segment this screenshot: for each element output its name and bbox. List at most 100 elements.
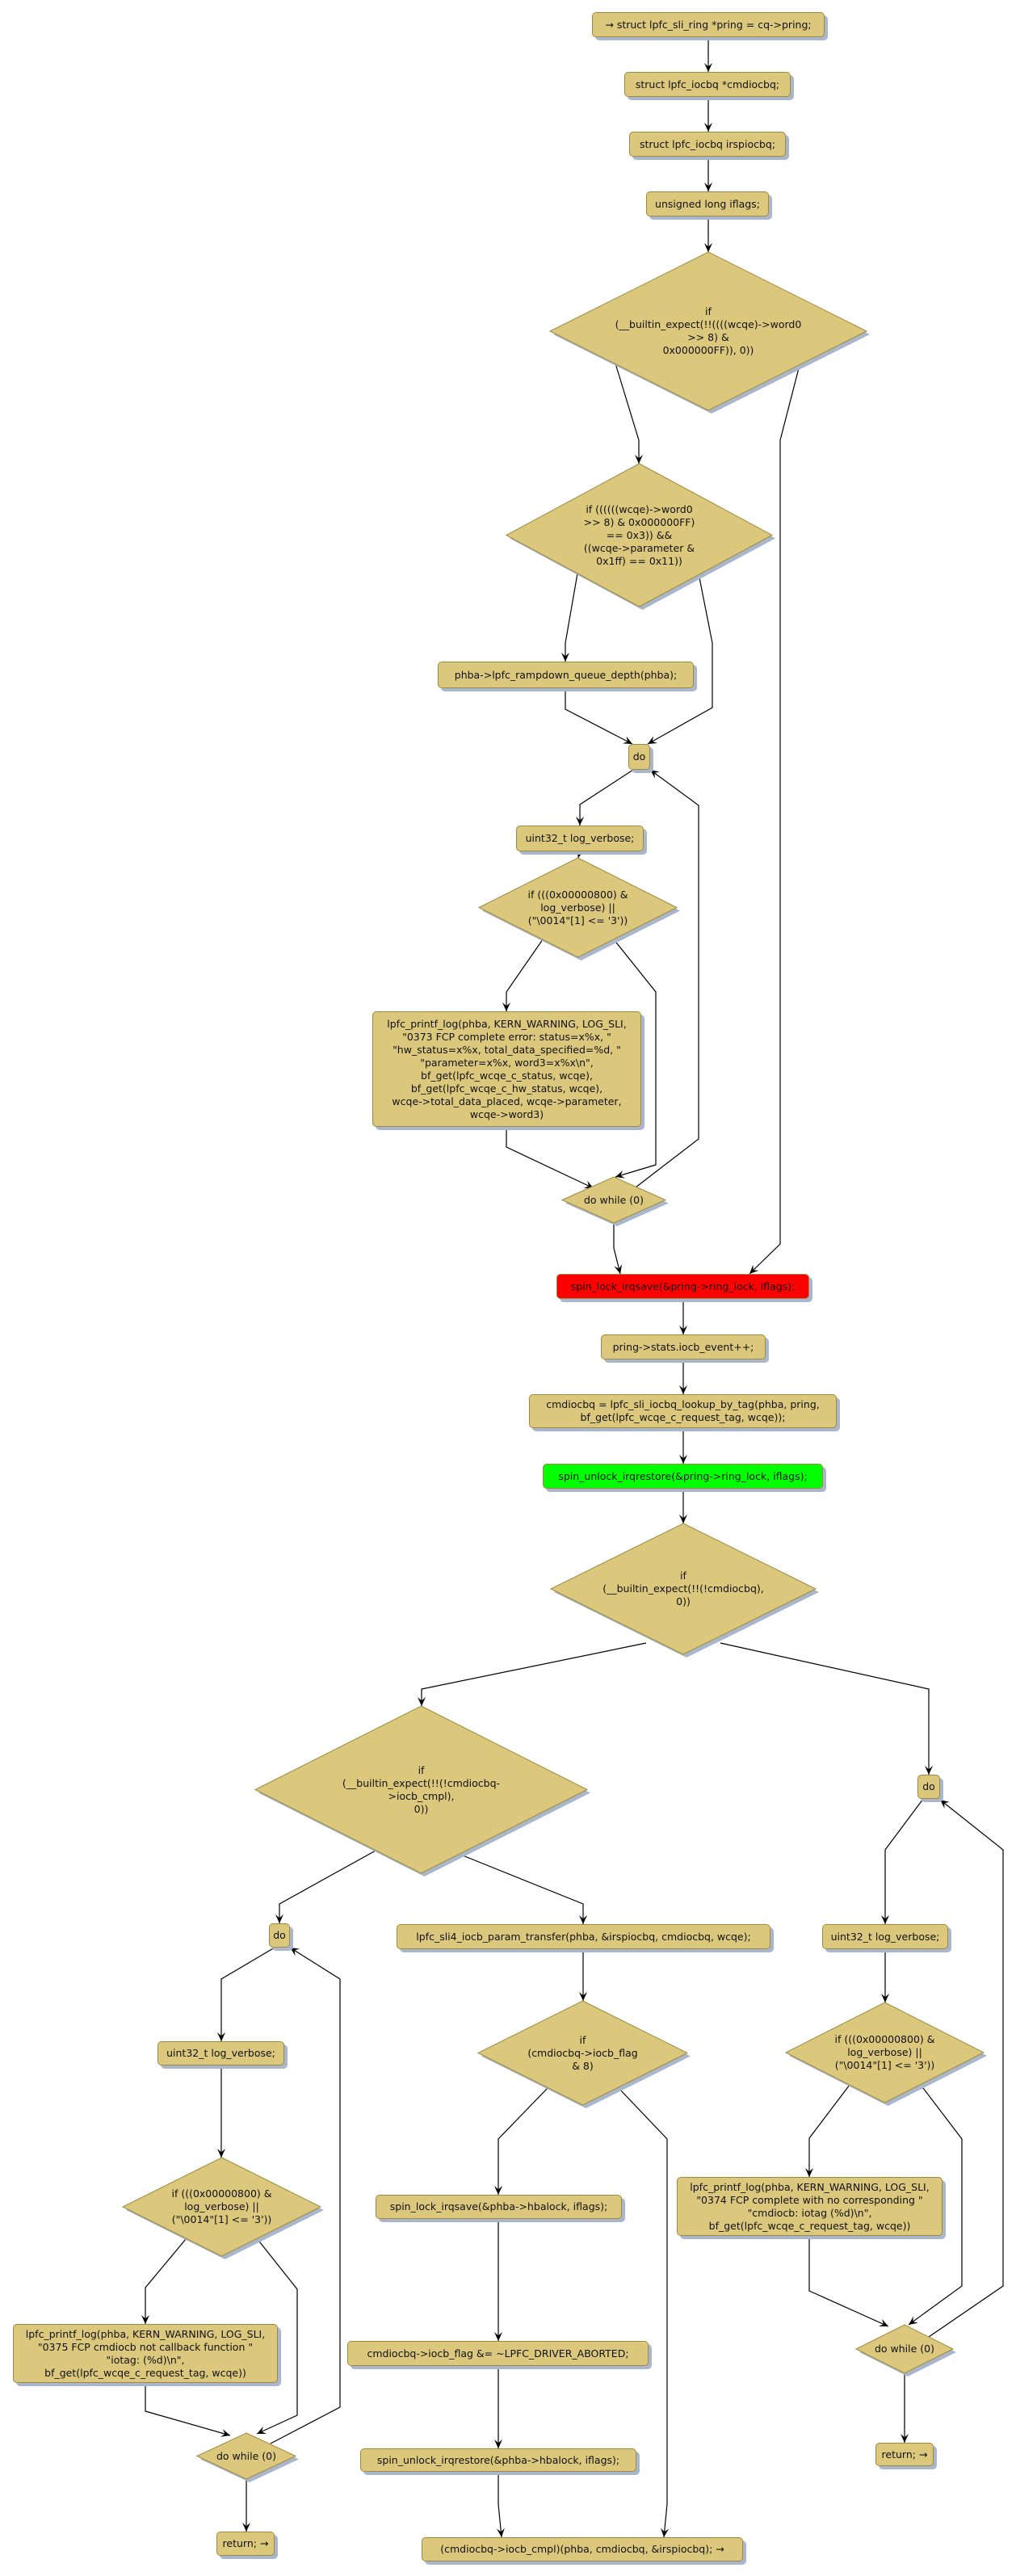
statement-node: unsigned long iflags; <box>646 191 769 216</box>
statement-node: struct lpfc_iocbq irspiocbq; <box>629 132 786 157</box>
flow-edge <box>881 1949 889 2002</box>
statement-node: phba->lpfc_rampdown_queue_depth(phba); <box>438 662 694 688</box>
node-label: do while (0) <box>874 2343 935 2355</box>
arrowhead-icon <box>679 1385 687 1394</box>
condition-node: if (__builtin_expect(!!(!cmdiocbq), 0)) <box>549 1523 819 1658</box>
edge-line <box>928 1799 1004 2338</box>
arrowhead-icon <box>622 736 632 744</box>
arrowhead-icon <box>141 2315 149 2324</box>
edge-line <box>647 573 713 745</box>
node-label: lpfc_printf_log(phba, KERN_WARNING, LOG_… <box>690 2180 930 2232</box>
condition-node: if (cmdiocbq->iocb_flag & 8) <box>477 2000 691 2108</box>
node-label: struct lpfc_iocbq irspiocbq; <box>639 137 776 150</box>
statement-node: uint32_t log_verbose; <box>516 826 644 851</box>
arrowhead-icon <box>749 1264 759 1274</box>
diamond-shape <box>121 2157 324 2259</box>
flow-edge <box>576 769 634 826</box>
arrowhead-icon <box>494 2439 502 2448</box>
node-label: if (((0x00000800) & log_verbose) || ("\0… <box>527 888 628 927</box>
arrowhead-icon <box>242 2523 250 2532</box>
flow-edge <box>579 1949 587 2001</box>
diamond-fill <box>477 2000 689 2106</box>
flow-edge <box>805 2084 850 2177</box>
flow-edge <box>908 2084 963 2326</box>
flow-edge <box>242 2479 250 2532</box>
flow-edge <box>458 1853 587 1924</box>
arrowhead-icon <box>940 1800 950 1809</box>
flow-edge <box>496 2472 505 2538</box>
diamond-fill <box>560 1176 667 1224</box>
statement-node: spin_lock_irqsave(&phba->hbalock, iflags… <box>376 2195 622 2219</box>
arrowhead-icon <box>494 2332 502 2341</box>
edge-line <box>808 2084 850 2177</box>
flow-edge <box>256 2238 298 2435</box>
edge-line <box>908 2084 963 2326</box>
flow-edge <box>704 157 712 191</box>
exit-statement-node: (cmdiocbq->iocb_cmpl)(phba, cmdiocbq, &i… <box>422 2537 743 2561</box>
arrowhead-icon <box>290 1948 300 1956</box>
arrowhead-icon <box>494 2186 502 2195</box>
diamond-shape <box>195 2432 299 2482</box>
flow-edge <box>901 2373 909 2443</box>
node-label: if (__builtin_expect(!!(!cmdiocbq), 0)) <box>602 1570 764 1607</box>
flow-edge <box>618 2087 670 2538</box>
flow-edge <box>881 1798 924 1924</box>
flow-edge <box>418 1642 647 1706</box>
flow-edge <box>565 688 633 745</box>
node-label: if (((0x00000800) & log_verbose) || ("\0… <box>171 2187 272 2225</box>
flow-edge <box>679 1428 687 1464</box>
node-label: lpfc_sli4_iocb_param_transfer(phba, &irs… <box>416 1930 751 1943</box>
diamond-shape <box>784 2002 987 2106</box>
arrowhead-icon <box>704 243 712 252</box>
node-label: do <box>632 750 646 763</box>
statement-node: cmdiocbq = lpfc_sli_iocbq_lookup_by_tag(… <box>529 1394 837 1428</box>
flow-edge <box>561 573 578 662</box>
statement-node: pring->stats.iocb_event++; <box>601 1334 766 1359</box>
edge-line <box>256 2238 298 2435</box>
arrowhead-icon <box>257 2426 267 2434</box>
node-label: pring->stats.iocb_event++; <box>612 1340 754 1353</box>
condition-node: if (((0x00000800) & log_verbose) || ("\0… <box>477 857 680 960</box>
log-statement-node: lpfc_printf_log(phba, KERN_WARNING, LOG_… <box>677 2177 943 2236</box>
diamond-fill <box>505 463 774 607</box>
node-label: if (cmdiocbq->iocb_flag & 8) <box>527 2033 638 2072</box>
statement-node: struct lpfc_iocbq *cmdiocbq; <box>624 72 791 97</box>
arrowhead-icon <box>650 770 660 779</box>
flow-edge <box>632 769 699 1191</box>
do-node: do <box>917 1775 940 1799</box>
arrowhead-icon <box>704 123 712 132</box>
arrowhead-icon <box>704 183 712 191</box>
unlock-statement-node: spin_unlock_irqrestore(&pring->ring_lock… <box>543 1464 823 1489</box>
diamond-shape <box>854 2324 956 2376</box>
edge-line <box>498 2087 548 2195</box>
diamond-shape <box>477 2000 691 2108</box>
edge-line <box>618 2087 668 2538</box>
flow-edge <box>270 1947 341 2444</box>
node-label: uint32_t log_verbose; <box>525 832 635 844</box>
diamond-fill <box>121 2157 322 2257</box>
edge-line <box>565 688 633 745</box>
edge-line <box>808 2236 889 2327</box>
flow-edge <box>506 1127 594 1189</box>
edge-line <box>749 364 800 1275</box>
diamond-shape <box>505 463 775 610</box>
node-label: spin_unlock_irqrestore(&phba->hbalock, i… <box>376 2453 620 2466</box>
flow-edge <box>613 939 657 1179</box>
flow-edge <box>679 1489 687 1523</box>
statement-node: spin_unlock_irqrestore(&phba->hbalock, i… <box>360 2448 636 2472</box>
arrowhead-icon <box>561 653 569 662</box>
flow-edge <box>928 1799 1004 2338</box>
edge-line <box>579 769 634 826</box>
edge-line <box>270 1947 341 2444</box>
node-label: uint32_t log_verbose; <box>166 2047 275 2059</box>
node-label: do <box>273 1929 286 1941</box>
arrowhead-icon <box>220 2429 230 2437</box>
arrowhead-icon <box>925 1766 933 1775</box>
node-label: cmdiocbq = lpfc_sli_iocbq_lookup_by_tag(… <box>546 1398 820 1423</box>
arrowhead-icon <box>579 1992 587 2001</box>
arrowhead-icon <box>275 1914 283 1923</box>
node-label: cmdiocbq->iocb_flag &= ~LPFC_DRIVER_ABOR… <box>367 2347 629 2360</box>
lock-statement-node: spin_lock_irqsave(&pring->ring_lock, ifl… <box>556 1274 809 1299</box>
edge-line <box>498 2472 502 2538</box>
